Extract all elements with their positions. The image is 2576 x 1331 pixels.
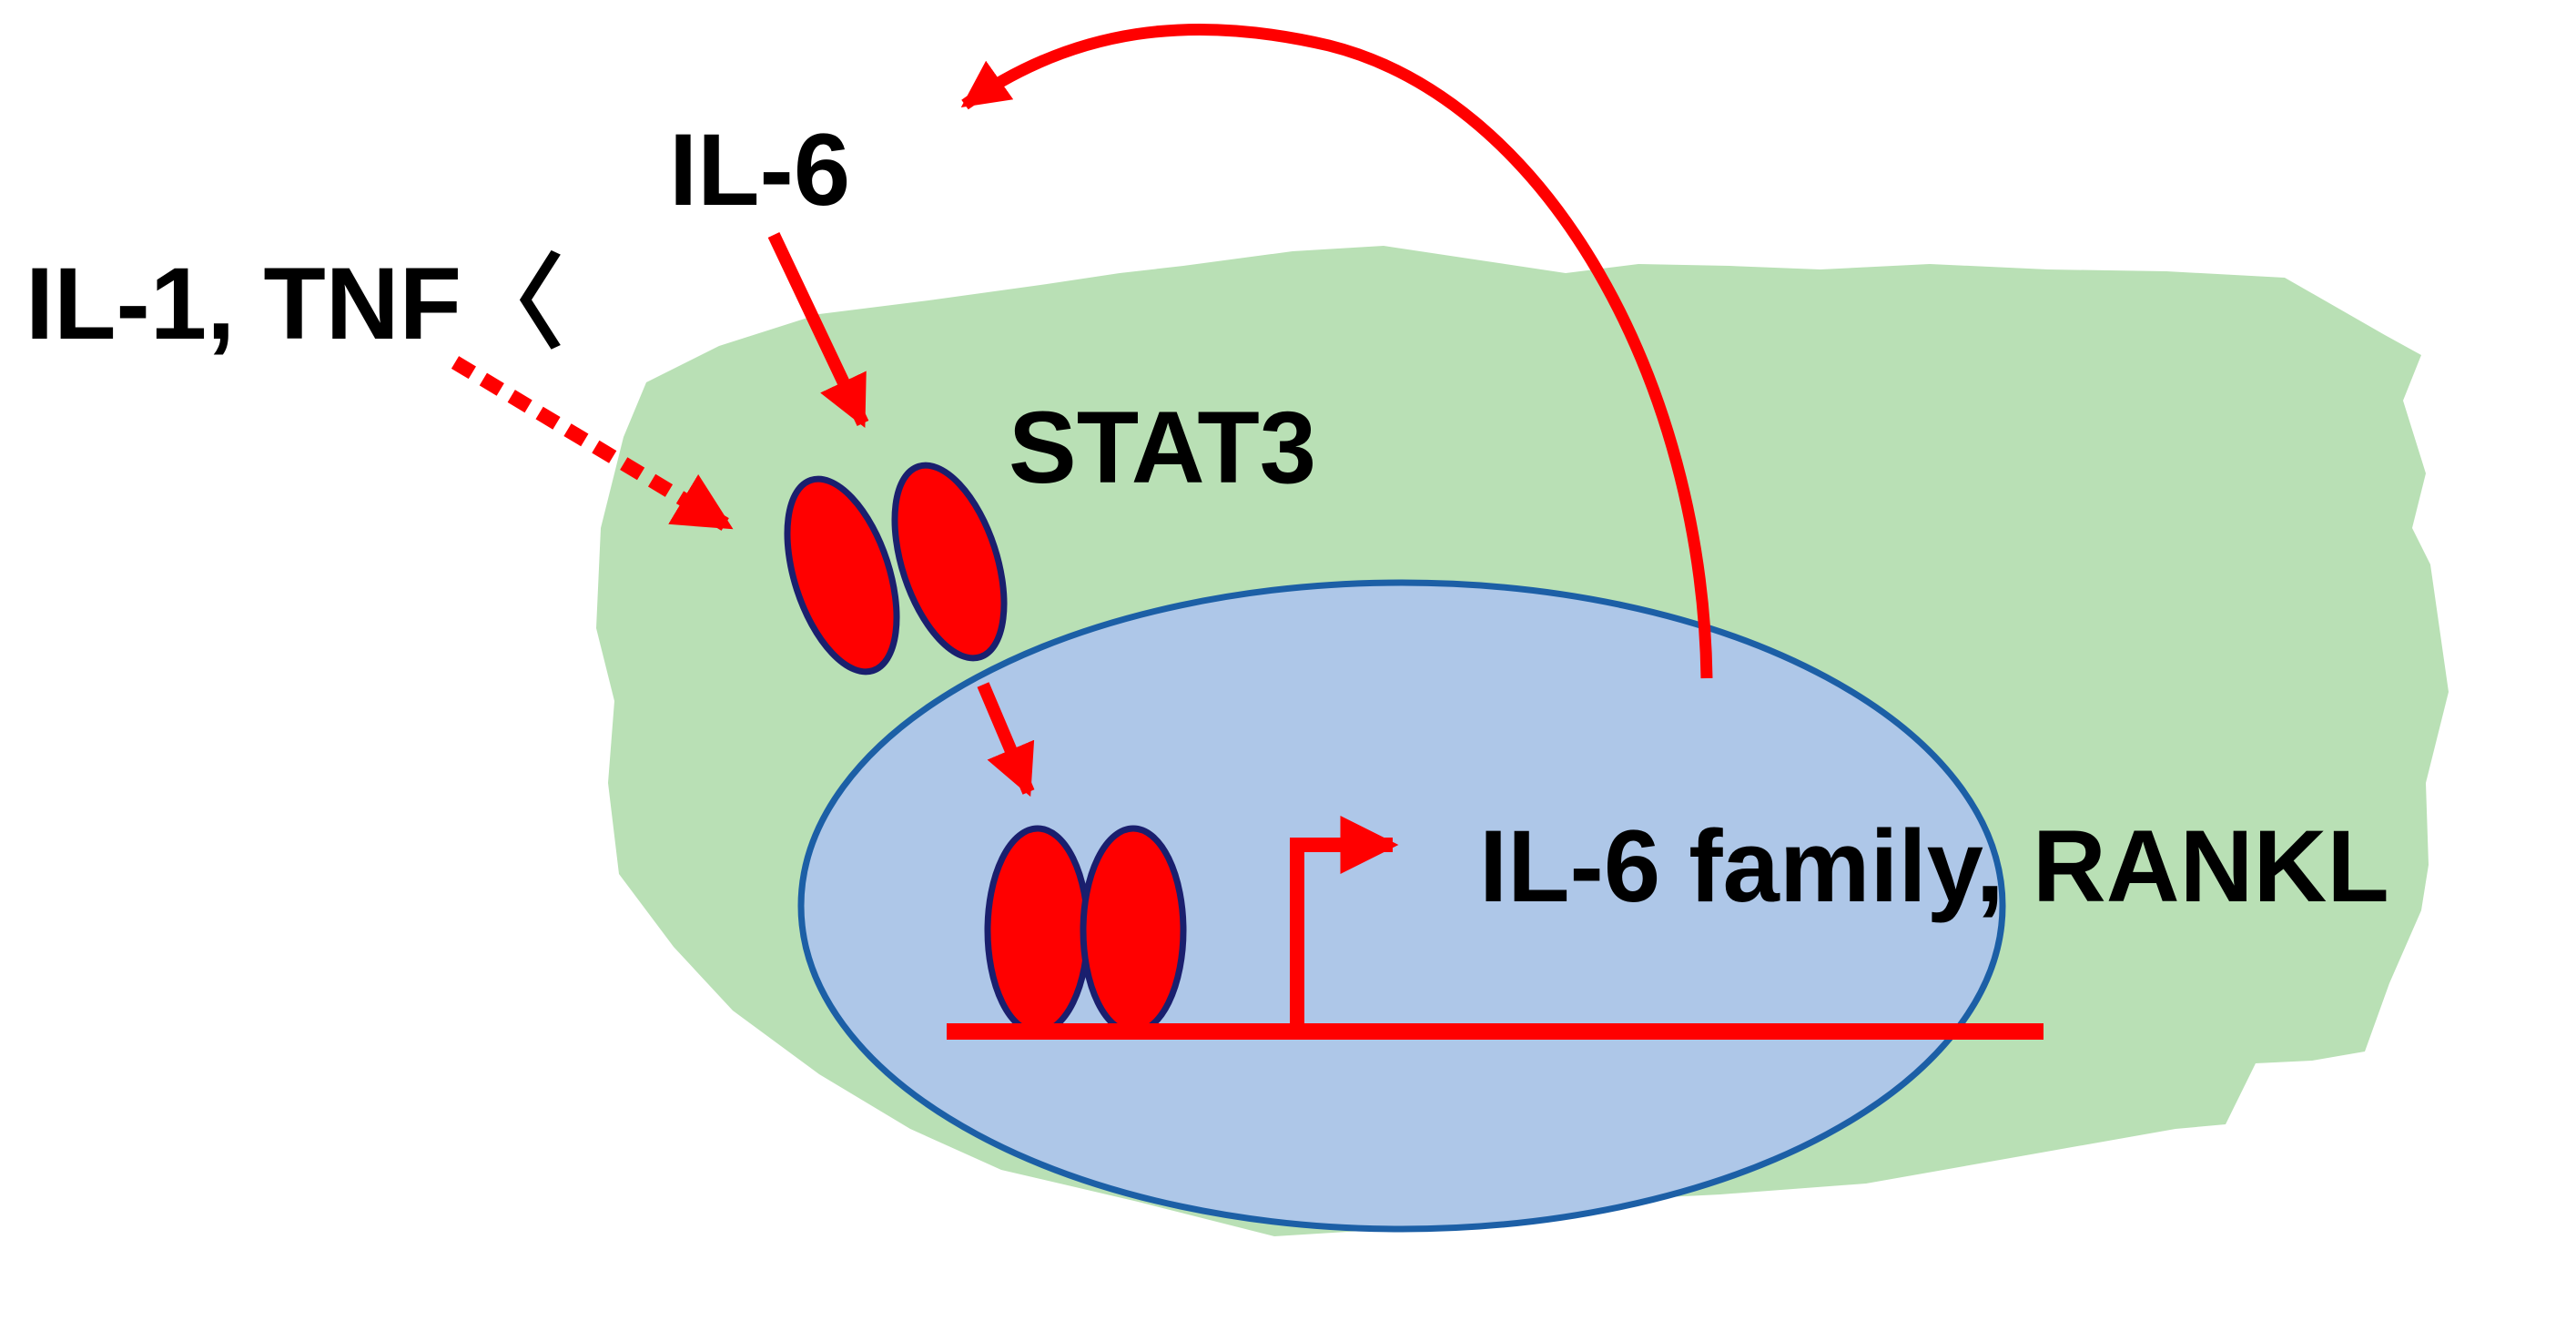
stat3-monomer: [1080, 825, 1187, 1036]
stat3-monomer: [784, 475, 900, 676]
stat3-monomer: [984, 825, 1091, 1036]
il1-tnf-label: IL-1, TNF〈: [25, 247, 563, 361]
transcription-start-arrow: [1290, 816, 1399, 1031]
feedback-arrow: [960, 23, 1713, 679]
il6-label: IL-6: [669, 113, 850, 227]
il6-to-stat3-arrow: [767, 232, 869, 429]
nucleus: [797, 579, 2006, 1233]
target-genes-label: IL-6 family, RANKL: [1479, 809, 2389, 923]
translocation-arrow: [977, 682, 1035, 798]
il1-tnf-dotted-arrow: [451, 356, 734, 533]
stat3-dimer-cytoplasm: [784, 462, 1008, 676]
stat3-monomer: [891, 462, 1008, 662]
stat3-label: STAT3: [1009, 391, 1316, 504]
stat3-dimer-nucleus: [984, 825, 1187, 1036]
